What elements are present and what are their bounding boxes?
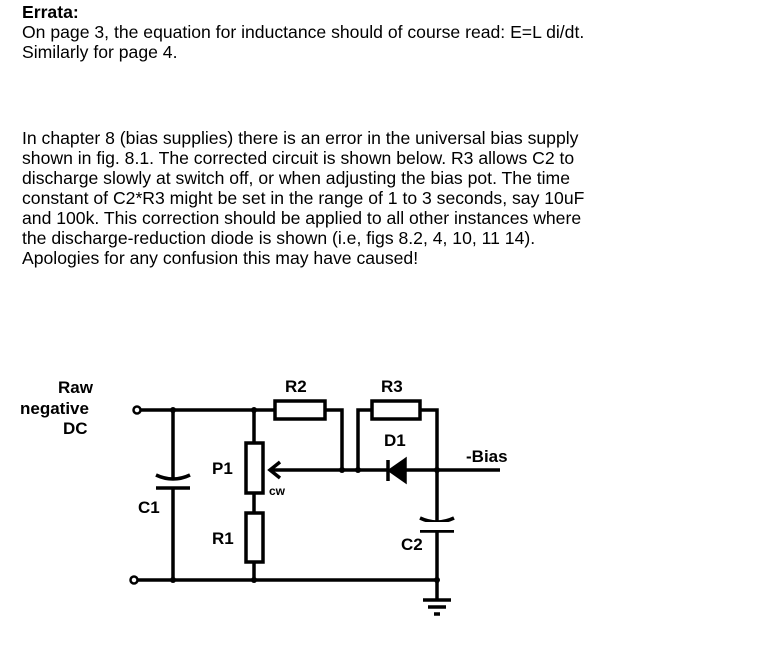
label-r3: R3 — [381, 377, 403, 396]
label-p1: P1 — [212, 459, 233, 478]
label-d1: D1 — [384, 431, 406, 450]
errata-paragraph-1: On page 3, the equation for inductance s… — [22, 22, 584, 62]
resistor-r1 — [244, 511, 265, 564]
capacitor-c1-curved — [155, 473, 191, 481]
label-raw: Raw — [58, 378, 94, 397]
line: Similarly for page 4. — [22, 42, 178, 62]
label-negative: negative — [20, 399, 89, 418]
line: constant of C2*R3 might be set in the ra… — [22, 188, 585, 208]
line: On page 3, the equation for inductance s… — [22, 22, 585, 42]
label-r1: R1 — [212, 529, 234, 548]
resistor-r2 — [273, 399, 327, 421]
label-cw: cw — [269, 484, 286, 498]
wiper-arrow — [267, 460, 282, 480]
potentiometer-p1 — [244, 441, 265, 495]
errata-paragraph-2: In chapter 8 (bias supplies) there is an… — [22, 128, 584, 268]
line: the discharge-reduction diode is shown (… — [22, 228, 536, 248]
line: and 100k. This correction should be appl… — [22, 208, 582, 228]
label-r2: R2 — [285, 377, 307, 396]
ground-icon — [423, 598, 451, 616]
label-c1: C1 — [138, 498, 160, 517]
diode-d1 — [386, 456, 407, 485]
ground-terminal — [129, 575, 139, 585]
errata-title: Errata: — [22, 2, 79, 22]
line: shown in fig. 8.1. The corrected circuit… — [22, 148, 575, 168]
wire-bottom — [137, 578, 439, 600]
line: discharge slowly at switch off, or when … — [22, 168, 570, 188]
label-bias: -Bias — [466, 447, 508, 466]
resistor-r3 — [370, 399, 422, 421]
line: Apologies for any confusion this may hav… — [22, 248, 419, 268]
label-dc: DC — [63, 419, 88, 438]
line: In chapter 8 (bias supplies) there is an… — [22, 128, 579, 148]
label-c2: C2 — [401, 535, 423, 554]
input-terminal — [132, 405, 142, 415]
